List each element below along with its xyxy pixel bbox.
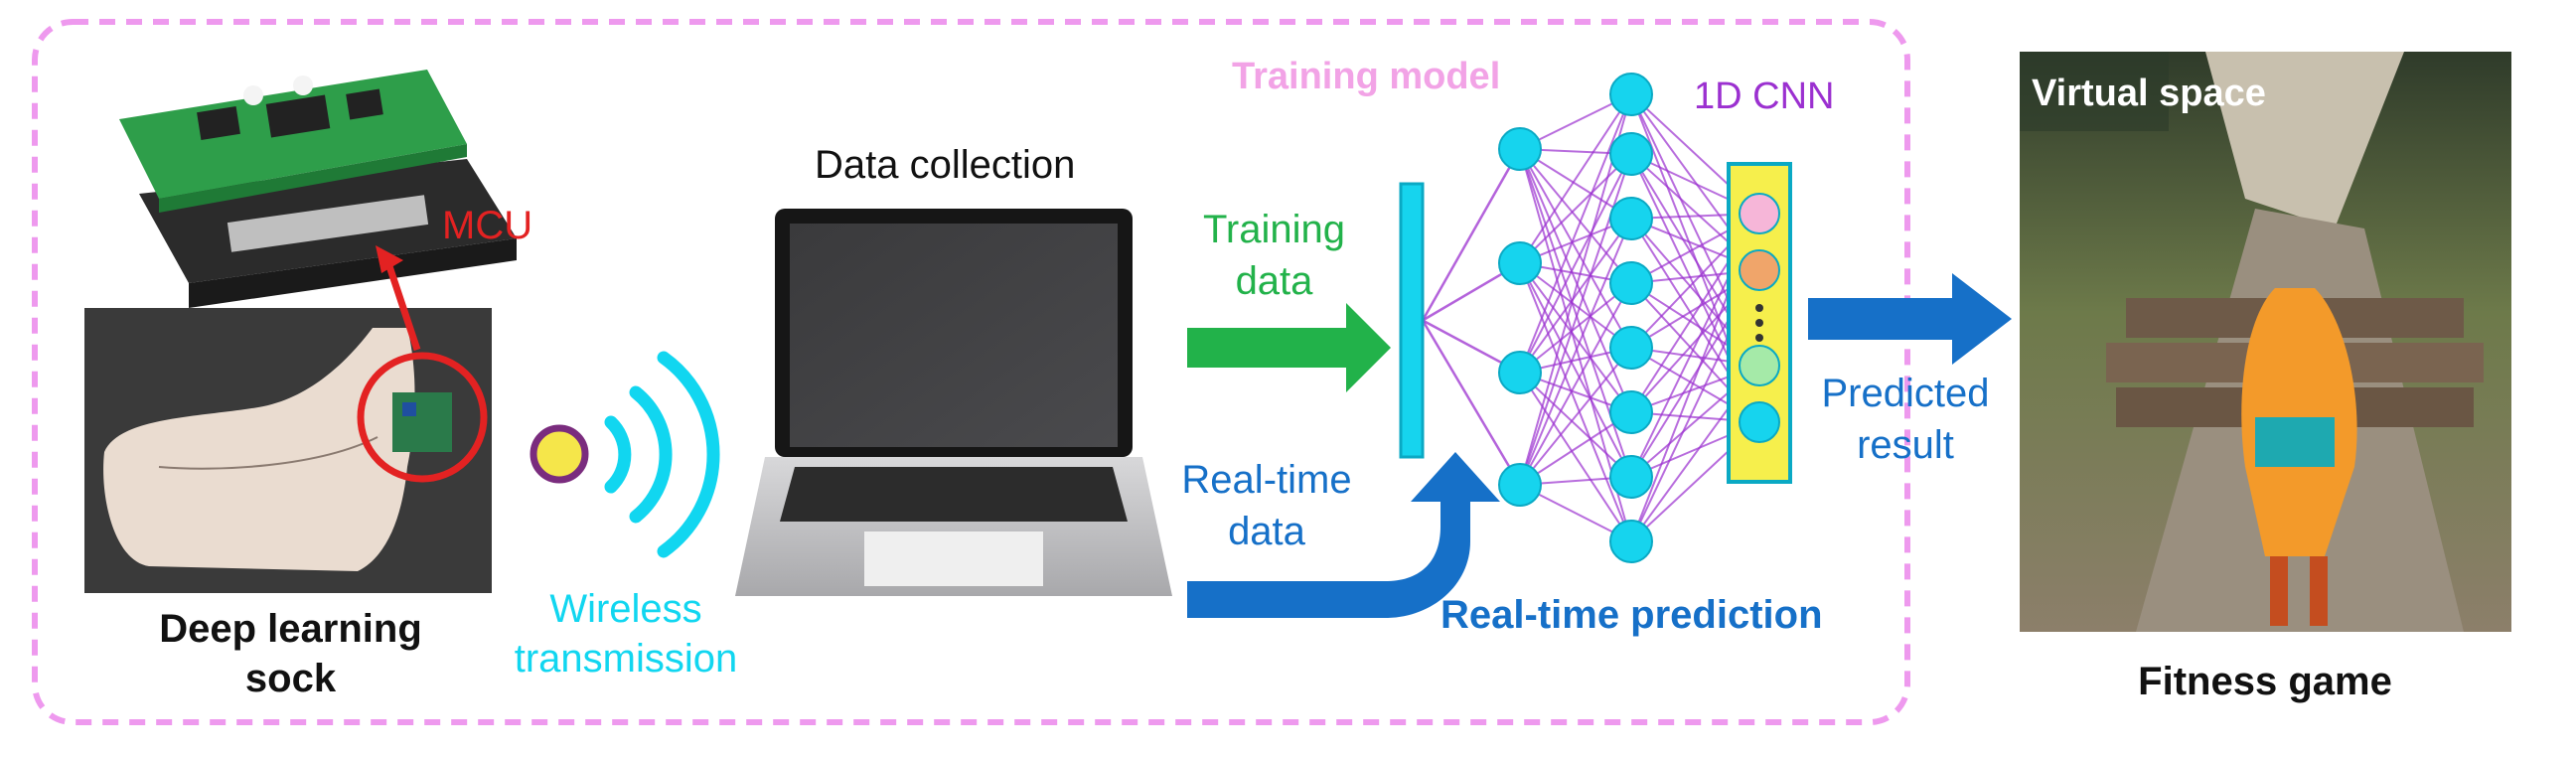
- nn-output-node: [1739, 249, 1780, 291]
- neural-network-icon: [1399, 73, 1792, 563]
- nn-connection: [1519, 262, 1632, 542]
- nn-hidden-node: [1498, 241, 1542, 285]
- nn-connection: [1519, 93, 1632, 264]
- nn-connection: [1421, 148, 1522, 322]
- nn-connection: [1519, 372, 1632, 542]
- predicted-result-label-line2: result: [1857, 423, 1954, 467]
- wireless-label-line1: Wireless: [549, 587, 702, 631]
- nn-hidden-node: [1609, 73, 1653, 116]
- nn-hidden-node: [1609, 326, 1653, 370]
- sock-photo-icon: [84, 245, 492, 593]
- cnn-label: 1D CNN: [1694, 76, 1835, 117]
- training-model-label: Training model: [1232, 56, 1501, 97]
- predicted-result-label-line1: Predicted: [1821, 372, 1990, 415]
- realtime-prediction-label: Real-time prediction: [1440, 593, 1823, 637]
- nn-hidden-node: [1609, 197, 1653, 240]
- nn-connection: [1519, 218, 1632, 374]
- realtime-data-arrow: [1187, 452, 1500, 618]
- nn-hidden-node: [1498, 463, 1542, 507]
- wireless-signal-icon: [530, 351, 720, 558]
- nn-connection: [1519, 153, 1632, 374]
- training-data-label-line1: Training: [1202, 208, 1346, 251]
- predicted-result-arrow: [1808, 273, 2012, 365]
- sock-label-line2: sock: [244, 657, 337, 700]
- nn-output-node: [1739, 345, 1780, 386]
- data-collection-label: Data collection: [815, 143, 1076, 187]
- mcu-label: MCU: [442, 204, 533, 247]
- nn-connection: [1519, 153, 1632, 264]
- laptop-icon: [735, 209, 1172, 596]
- game-scene-icon: [2020, 52, 2511, 632]
- nn-connection: [1519, 372, 1632, 478]
- nn-connection: [1519, 148, 1632, 413]
- nn-hidden-node: [1609, 390, 1653, 434]
- nn-connection: [1519, 262, 1632, 413]
- nn-connection: [1519, 93, 1632, 374]
- nn-input-bar: [1399, 182, 1425, 459]
- nn-hidden-node: [1609, 132, 1653, 176]
- sock-label-line1: Deep learning: [159, 607, 422, 651]
- realtime-data-label-line2: data: [1228, 510, 1305, 553]
- nn-connection: [1519, 218, 1632, 486]
- dashed-frame: [32, 19, 1910, 725]
- training-data-label-line2: data: [1235, 259, 1313, 303]
- wireless-label-line2: transmission: [514, 637, 738, 681]
- nn-hidden-node: [1498, 351, 1542, 394]
- nn-connection: [1421, 319, 1522, 486]
- training-data-arrow: [1187, 303, 1391, 392]
- nn-connection: [1519, 282, 1632, 486]
- fitness-game-label: Fitness game: [2138, 660, 2392, 703]
- nn-connection: [1519, 262, 1632, 478]
- nn-connection: [1519, 411, 1632, 486]
- nn-hidden-node: [1609, 455, 1653, 499]
- nn-connection: [1519, 282, 1632, 374]
- virtual-space-label: Virtual space: [2032, 73, 2266, 114]
- nn-output-node: [1739, 193, 1780, 234]
- nn-ellipsis-dot: [1755, 334, 1763, 342]
- realtime-data-label-line1: Real-time: [1181, 458, 1352, 502]
- nn-hidden-node: [1609, 261, 1653, 305]
- nn-connection: [1519, 262, 1632, 349]
- nn-connection: [1519, 347, 1632, 486]
- nn-output-node: [1739, 401, 1780, 443]
- nn-hidden-node: [1498, 127, 1542, 171]
- nn-ellipsis-dot: [1755, 319, 1763, 327]
- nn-hidden-node: [1609, 520, 1653, 563]
- nn-ellipsis-dot: [1755, 304, 1763, 312]
- nn-connection: [1519, 148, 1632, 349]
- mcu-board-icon: [119, 70, 517, 308]
